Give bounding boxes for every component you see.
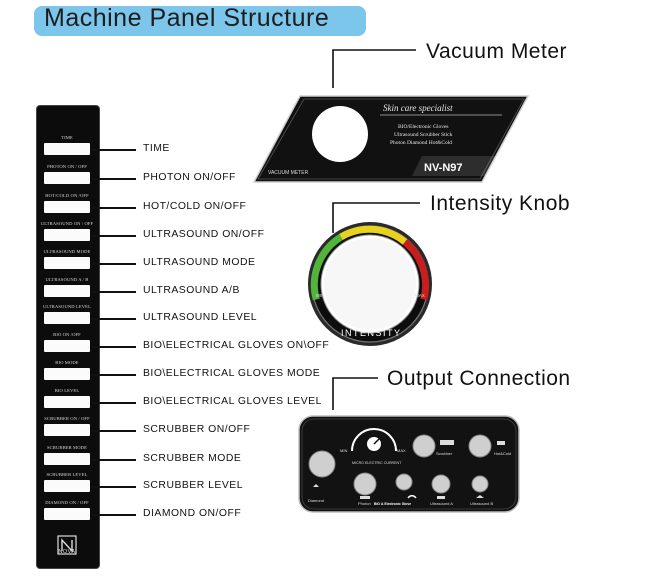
panel-row-label: BIO\ELECTRICAL GLOVES ON\OFF bbox=[143, 340, 330, 351]
panel-row-label: BIO\ELECTRICAL GLOVES LEVEL bbox=[143, 396, 322, 407]
title-banner bbox=[34, 6, 366, 36]
ultrasound-a-label: Ultrasound A bbox=[430, 501, 453, 506]
panel-button[interactable] bbox=[44, 257, 90, 269]
panel-button[interactable] bbox=[44, 229, 90, 241]
knob-min-label: MIN bbox=[316, 293, 324, 298]
panel-slot-label: ULTRASOUND A / B bbox=[45, 277, 89, 282]
panel-button[interactable] bbox=[44, 172, 90, 184]
panel-row-label: SCRUBBER ON/OFF bbox=[143, 424, 251, 435]
connector-line bbox=[92, 318, 136, 320]
dial-label: MICRO ELECTRIC CURRENT bbox=[352, 461, 402, 465]
panel-row-label: SCRUBBER LEVEL bbox=[143, 480, 243, 491]
model-label: NV-N97 bbox=[424, 162, 463, 174]
panel-slot-label: BIO LEVEL bbox=[54, 388, 80, 393]
panel-button[interactable] bbox=[44, 453, 90, 465]
output-connection-panel bbox=[298, 415, 520, 513]
panel-slot-label: ULTRASOUND ON / OFF bbox=[40, 221, 94, 226]
gauge-red-arc bbox=[402, 239, 429, 301]
dial-min-label: MIN bbox=[340, 448, 347, 453]
ultrasound-b-label: Ultrasound B bbox=[470, 501, 493, 506]
panel-slot-label: SCRUBBER MODE bbox=[47, 445, 87, 450]
connector-line bbox=[92, 374, 136, 376]
panel-button[interactable] bbox=[44, 480, 90, 492]
gauge-green-arc bbox=[310, 234, 343, 301]
scrubber-label: Scrubber bbox=[436, 451, 453, 456]
panel-row-label: ULTRASOUND A/B bbox=[143, 285, 240, 296]
panel-slot-label: PHOTON ON / OFF bbox=[47, 164, 87, 169]
panel-slot-label: DIAMOND ON / OFF bbox=[45, 500, 89, 505]
connector-line bbox=[92, 235, 136, 237]
output-connection-title: Output Connection bbox=[387, 367, 571, 390]
panel-button[interactable] bbox=[44, 368, 90, 380]
panel-button[interactable] bbox=[44, 143, 90, 155]
panel-slot-label: BIO MODE bbox=[55, 360, 79, 365]
connector-line bbox=[92, 514, 136, 516]
panel-row-label: PHOTON ON/OFF bbox=[143, 172, 236, 183]
feature-line-1: BIO/Electronic Gloves bbox=[398, 124, 449, 130]
panel-slot-label: BIO ON /OFF bbox=[53, 332, 81, 337]
connector-line bbox=[92, 263, 136, 265]
panel-row-label: DIAMOND ON/OFF bbox=[143, 508, 242, 519]
brand-script: Skin care specialist bbox=[383, 103, 453, 113]
dial-max-label: MAX bbox=[397, 448, 406, 453]
knob-label: INTENSITY bbox=[341, 328, 402, 338]
panel-button[interactable] bbox=[44, 424, 90, 436]
panel-button[interactable] bbox=[44, 396, 90, 408]
intensity-knob-title: Intensity Knob bbox=[430, 192, 571, 215]
panel-slot-label: TIME bbox=[61, 135, 73, 140]
gauge-yellow-arc bbox=[339, 225, 408, 245]
connector-line bbox=[92, 459, 136, 461]
panel-row-label: BIO\ELECTRICAL GLOVES MODE bbox=[143, 368, 321, 379]
connector-line bbox=[92, 430, 136, 432]
vacuum-meter-title: Vacuum Meter bbox=[426, 40, 567, 63]
connector-line bbox=[92, 207, 136, 209]
nova-logo-icon bbox=[57, 535, 77, 555]
feature-line-2: Ultrasound Scrubber Stick bbox=[394, 132, 453, 138]
photon-label: Photon bbox=[358, 501, 371, 506]
intensity-knob bbox=[308, 222, 432, 346]
connector-line bbox=[92, 178, 136, 180]
panel-slot-label: ULTRASOUND MODE bbox=[43, 249, 91, 254]
panel-slot-label: HOT/COLD ON /OFF bbox=[45, 193, 89, 198]
panel-row-label: HOT/COLD ON/OFF bbox=[143, 201, 247, 212]
vacuum-meter-panel bbox=[252, 95, 530, 183]
bio-label: BIO & Electronic Glove bbox=[374, 502, 411, 506]
panel-button[interactable] bbox=[44, 201, 90, 213]
hot-cold-label: Hot&Cold bbox=[494, 451, 511, 456]
knob-max-label: MAX bbox=[415, 293, 425, 298]
output-pointer-line bbox=[332, 377, 378, 410]
connector-line bbox=[92, 402, 136, 404]
knob-face bbox=[320, 234, 420, 334]
diamond-label: Diamond bbox=[308, 498, 324, 503]
panel-row-label: TIME bbox=[143, 143, 170, 154]
panel-row-label: SCRUBBER MODE bbox=[143, 453, 242, 464]
panel-button[interactable] bbox=[44, 285, 90, 297]
connector-line bbox=[92, 346, 136, 348]
panel-row-label: ULTRASOUND MODE bbox=[143, 257, 256, 268]
vacuum-meter-label: VACUUM METER bbox=[268, 170, 309, 176]
connector-line bbox=[92, 486, 136, 488]
connector-line bbox=[92, 149, 136, 151]
logo-text: NOVA bbox=[58, 549, 76, 555]
panel-row-label: ULTRASOUND ON/OFF bbox=[143, 229, 265, 240]
panel-button[interactable] bbox=[44, 312, 90, 324]
panel-button[interactable] bbox=[44, 340, 90, 352]
vacuum-pointer-line bbox=[332, 49, 416, 88]
page-title: Machine Panel Structure bbox=[44, 4, 330, 32]
panel-slot-label: ULTRASOUND LEVEL bbox=[42, 304, 91, 309]
panel-row-label: ULTRASOUND LEVEL bbox=[143, 312, 258, 323]
vacuum-gauge-face bbox=[312, 106, 368, 162]
panel-slot-label: SCRUBBER LEVEL bbox=[46, 472, 88, 477]
panel-slot-label: SCRUBBER ON / OFF bbox=[44, 416, 90, 421]
connector-line bbox=[92, 291, 136, 293]
feature-line-3: Photon Diamond Hot&Cold bbox=[390, 140, 452, 146]
knob-pointer-line bbox=[332, 202, 420, 233]
panel-button[interactable] bbox=[44, 508, 90, 520]
